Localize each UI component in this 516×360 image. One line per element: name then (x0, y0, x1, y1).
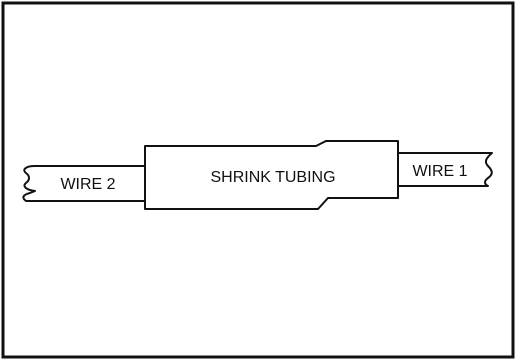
wire-2-label: WIRE 2 (60, 176, 115, 193)
wire-2 (22, 165, 145, 202)
wire-1 (398, 152, 493, 187)
shrink-tubing-label: SHRINK TUBING (210, 169, 335, 186)
shrink-tubing (144, 140, 399, 210)
wire-1-label: WIRE 1 (412, 163, 467, 180)
